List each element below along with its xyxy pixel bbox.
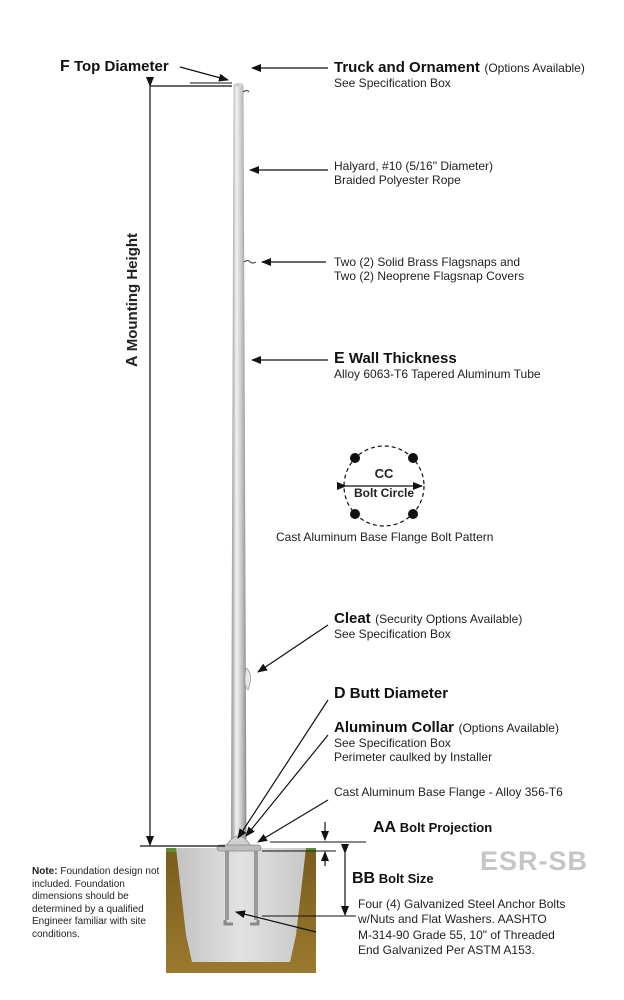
top-flagsnap <box>242 89 250 93</box>
bolt-size-label: BB Bolt Size <box>352 870 434 887</box>
flagsnaps-label: Two (2) Solid Brass Flagsnaps and Two (2… <box>334 255 525 283</box>
concrete-footing <box>176 848 306 962</box>
collar-arrow <box>245 734 329 837</box>
cleat-shape <box>244 667 251 691</box>
anchor-arrow <box>235 910 317 933</box>
bolt-circle-graphic <box>337 445 425 527</box>
mounting-height-dimension <box>140 77 232 847</box>
bolt-projection-dimension <box>262 822 366 866</box>
anchor-bolts-label: Four (4) Galvanized Steel Anchor Bolts w… <box>358 897 566 958</box>
pole-tube <box>231 86 247 842</box>
butt-diameter-label: D Butt Diameter <box>334 685 449 702</box>
mounting-height-label: A Mounting Height <box>124 232 141 368</box>
bolt-pattern-caption: Cast Aluminum Base Flange Bolt Pattern <box>276 530 494 544</box>
flagsnap <box>243 259 257 264</box>
foundation-note: Note: Foundation design not included. Fo… <box>32 866 160 940</box>
wall-thickness-label: E Wall Thickness Alloy 6063-T6 Tapered A… <box>334 350 541 382</box>
cleat-arrow <box>257 624 329 673</box>
flange-label: Cast Aluminum Base Flange - Alloy 356-T6 <box>334 785 563 799</box>
truck <box>233 83 244 87</box>
flange-arrow <box>257 799 329 843</box>
model-code: ESR-SB <box>480 846 589 876</box>
cleat-label: Cleat (Security Options Available) See S… <box>334 610 523 642</box>
halyard-label: Halyard, #10 (5/16" Diameter) Braided Po… <box>334 159 493 187</box>
collar-label: Aluminum Collar (Options Available) See … <box>334 719 559 765</box>
butt-arrow <box>237 699 329 839</box>
top-diameter-label: F Top Diameter <box>60 58 169 75</box>
bolt-circle: CC Bolt Circle <box>344 448 424 520</box>
base-flange <box>216 844 262 852</box>
bolt-circle-cc: CC <box>374 466 394 481</box>
pole <box>216 83 262 852</box>
anchor-bolt-left <box>225 850 229 920</box>
foundation <box>166 848 316 973</box>
bolt-circle-label: Bolt Circle <box>353 486 414 500</box>
bolt-size-dimension <box>262 844 356 917</box>
anchor-bolt-right <box>254 850 258 920</box>
truck-label: Truck and Ornament (Options Available) S… <box>334 59 585 91</box>
top-diameter-arrow <box>179 66 229 82</box>
bolt-projection-label: AA Bolt Projection <box>373 819 493 836</box>
